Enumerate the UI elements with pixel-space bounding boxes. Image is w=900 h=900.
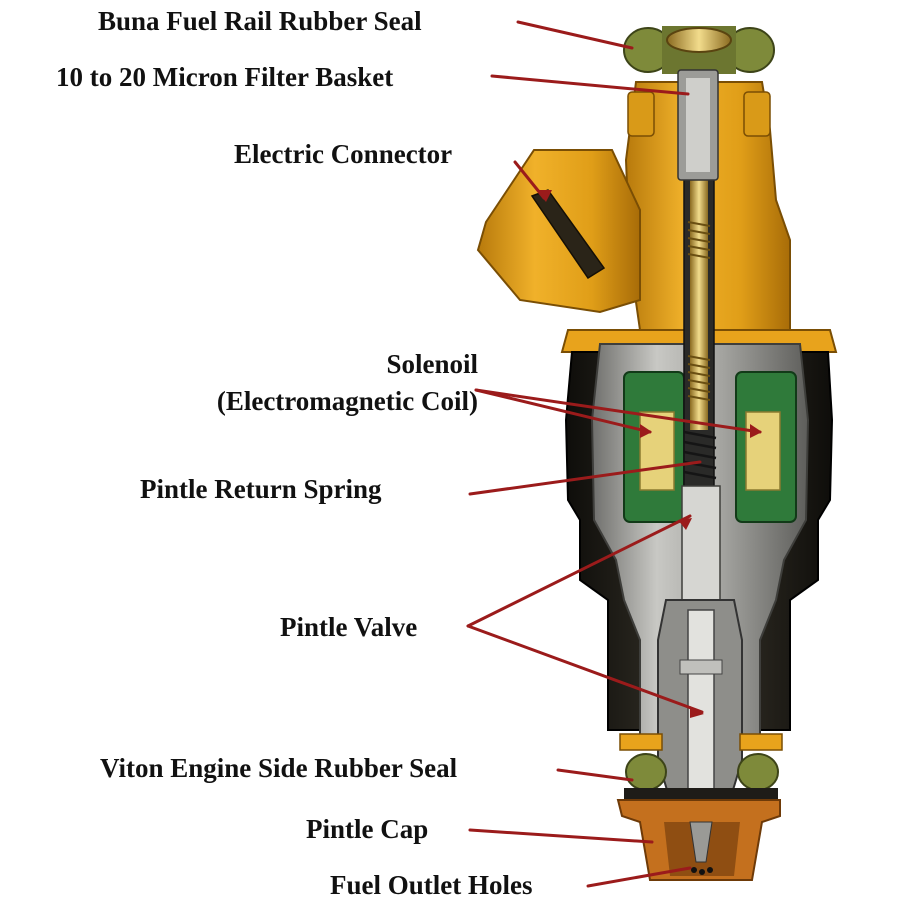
lower-band-left <box>619 733 663 751</box>
upper-spring <box>687 221 711 401</box>
injector-body <box>476 26 838 881</box>
leader-pintle-valve-upper <box>466 514 692 628</box>
leader-filter-basket <box>490 74 690 96</box>
leader-solenoid-left <box>474 388 652 434</box>
leader-pintle-valve-lower <box>466 624 704 714</box>
leader-fuel-outlet <box>586 866 692 888</box>
label-fuel-outlet: Fuel Outlet Holes <box>330 870 532 900</box>
leader-pintle-spring <box>468 460 702 496</box>
leader-solenoid-right <box>474 388 762 434</box>
leader-buna-seal <box>516 20 634 50</box>
label-pintle-cap: Pintle Cap <box>306 814 428 844</box>
leader-pintle-cap <box>468 828 654 844</box>
filter-mesh <box>686 78 710 172</box>
lower-band-right <box>739 733 783 751</box>
label-solenoid-line2: (Electromagnetic Coil) <box>217 386 478 416</box>
arrowhead-solenoid-right <box>750 424 762 438</box>
outlet-hole-2 <box>699 869 705 875</box>
label-pintle-valve: Pintle Valve <box>280 612 417 642</box>
housing-rib-right <box>743 91 771 137</box>
arrowhead-pintle-valve-upper <box>678 518 692 530</box>
arrowhead-pintle-valve-lower <box>690 706 704 718</box>
viton-seal-left <box>625 753 667 791</box>
leader-arrowheads <box>536 190 762 718</box>
pintle-guide <box>679 659 723 675</box>
coil-winding-left <box>639 411 675 491</box>
coil-winding-right <box>745 411 781 491</box>
armature-tube <box>690 160 708 430</box>
label-viton-seal: Viton Engine Side Rubber Seal <box>100 753 458 783</box>
label-filter-basket: 10 to 20 Micron Filter Basket <box>56 62 393 92</box>
label-buna-seal: Buna Fuel Rail Rubber Seal <box>98 6 422 36</box>
seal-groove <box>624 788 778 800</box>
pintle-stem-upper <box>681 485 721 607</box>
inlet-ring <box>666 27 732 53</box>
label-pintle-spring: Pintle Return Spring <box>140 474 382 504</box>
arrowhead-solenoid-left <box>640 424 652 438</box>
label-electric-connector: Electric Connector <box>234 139 452 169</box>
housing-rib-left <box>627 91 655 137</box>
outlet-hole-1 <box>691 867 697 873</box>
leader-lines <box>466 20 762 888</box>
label-solenoid-line1: Solenoil <box>386 349 478 379</box>
viton-seal-right <box>737 753 779 791</box>
arrowhead-electric-connector <box>536 190 552 202</box>
outlet-hole-3 <box>707 867 713 873</box>
nozzle-tip <box>689 821 713 863</box>
leader-viton-seal <box>556 768 634 782</box>
